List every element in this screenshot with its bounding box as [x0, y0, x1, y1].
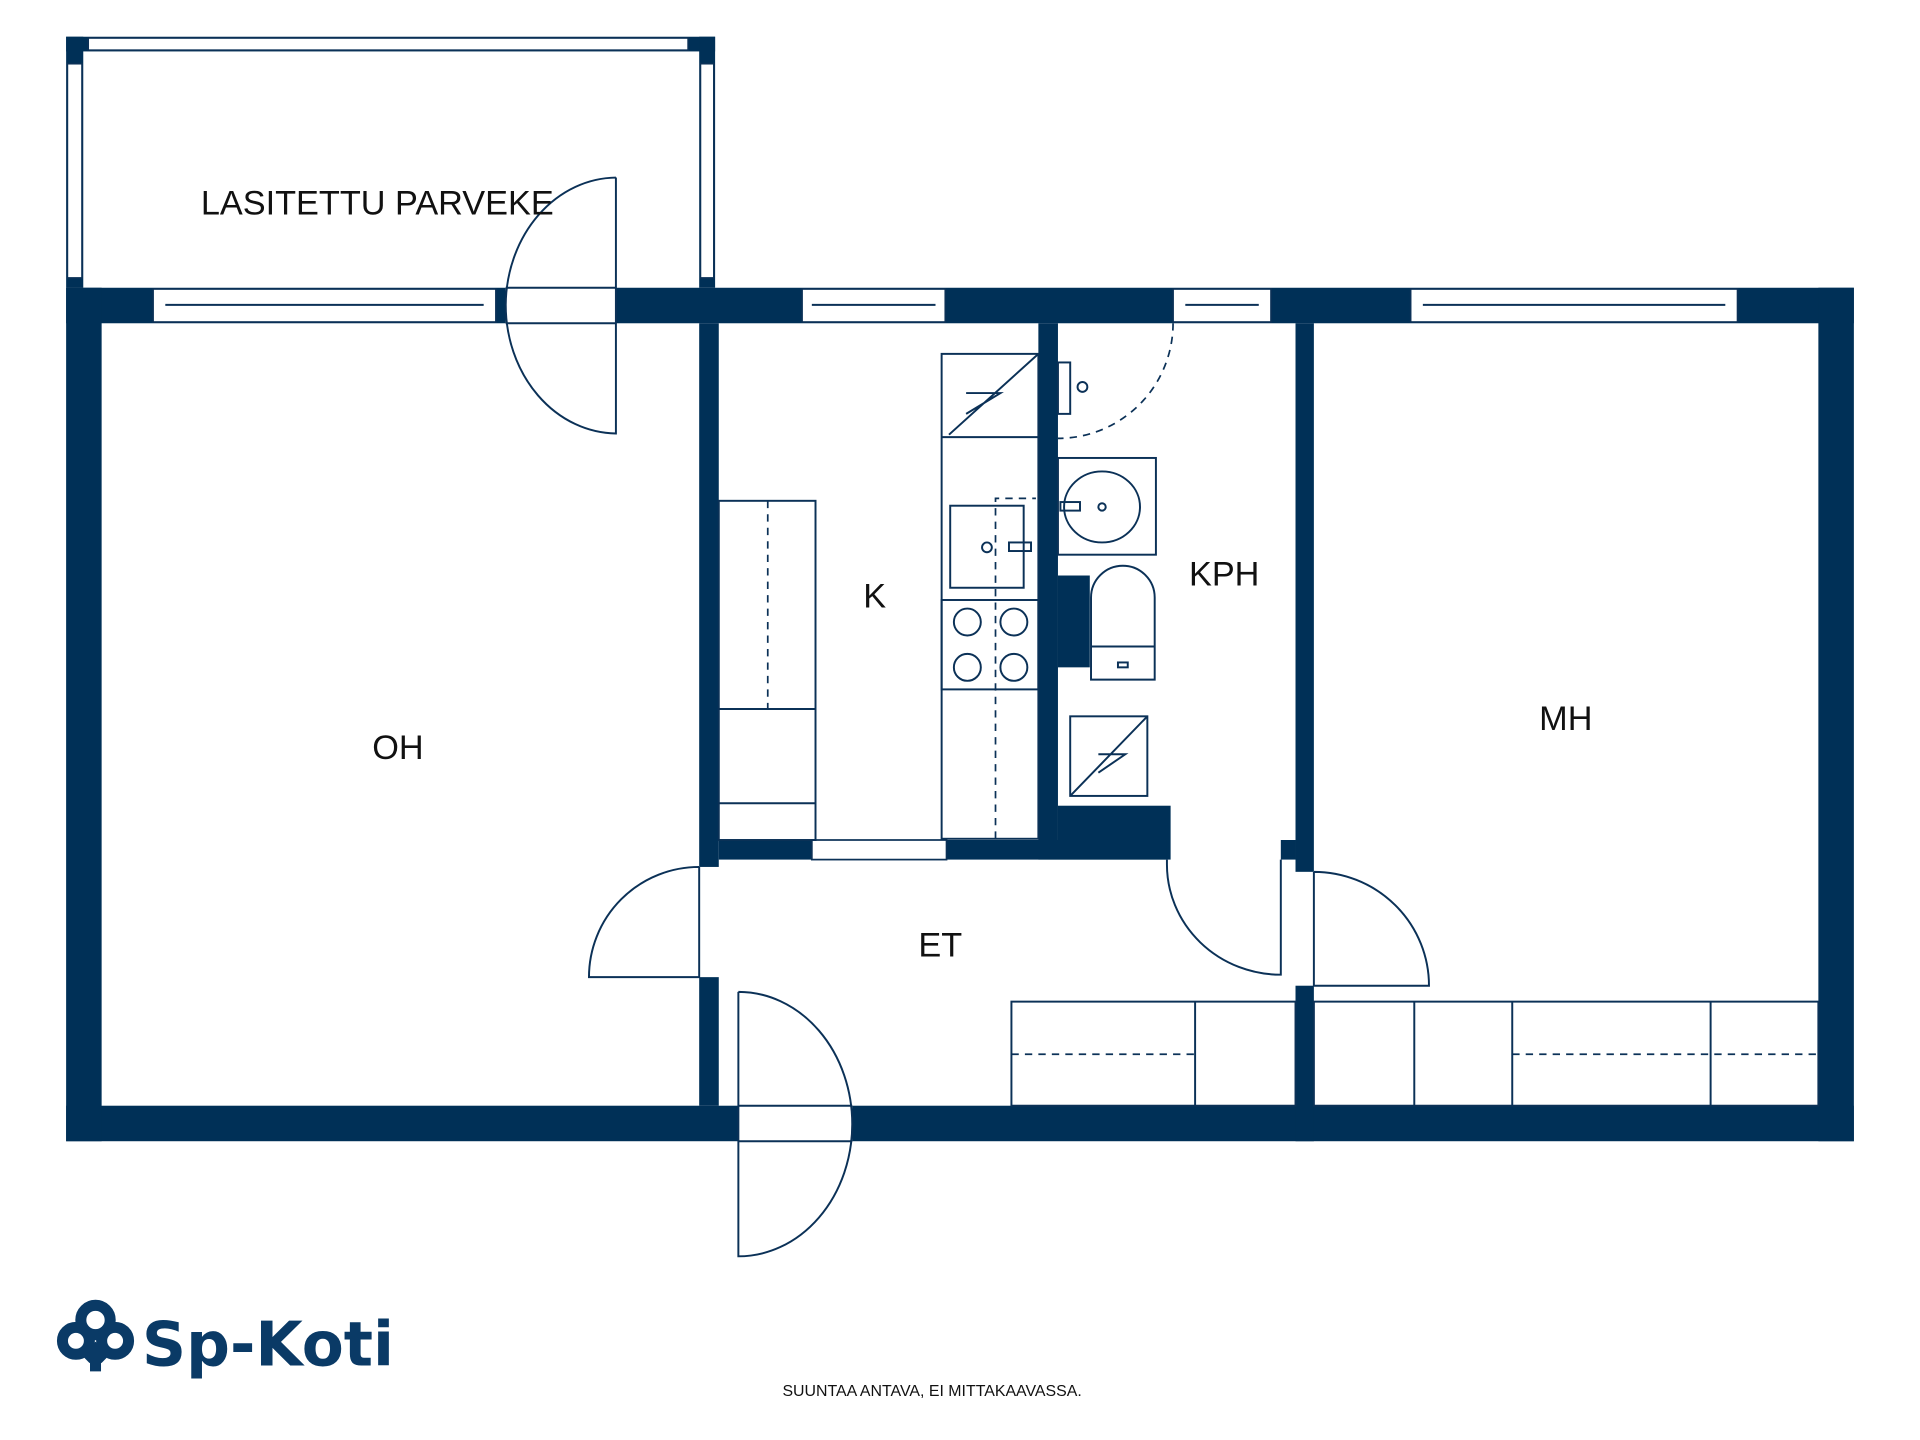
kitchen-fixtures	[717, 352, 1040, 841]
balcony-frame	[66, 36, 716, 288]
windows	[152, 287, 1739, 1142]
room-label-balcony: LASITETTU PARVEKE	[201, 184, 554, 222]
room-label-living-room: OH	[372, 729, 423, 767]
room-label-hallway: ET	[918, 926, 962, 964]
closets	[1010, 1000, 1820, 1107]
disclaimer-text: SUUNTAA ANTAVA, EI MITTAKAAVASSA.	[782, 1383, 1081, 1400]
bathroom-fixtures	[1056, 361, 1157, 797]
tree-logo-icon	[56, 1299, 135, 1372]
doors	[504, 176, 1430, 1258]
sp-koti-logo: Sp-Koti	[56, 1299, 394, 1380]
room-label-kitchen: K	[863, 577, 886, 615]
logo-text: Sp-Koti	[142, 1309, 394, 1380]
room-label-bathroom: KPH	[1189, 555, 1259, 593]
room-label-bedroom: MH	[1539, 700, 1592, 738]
